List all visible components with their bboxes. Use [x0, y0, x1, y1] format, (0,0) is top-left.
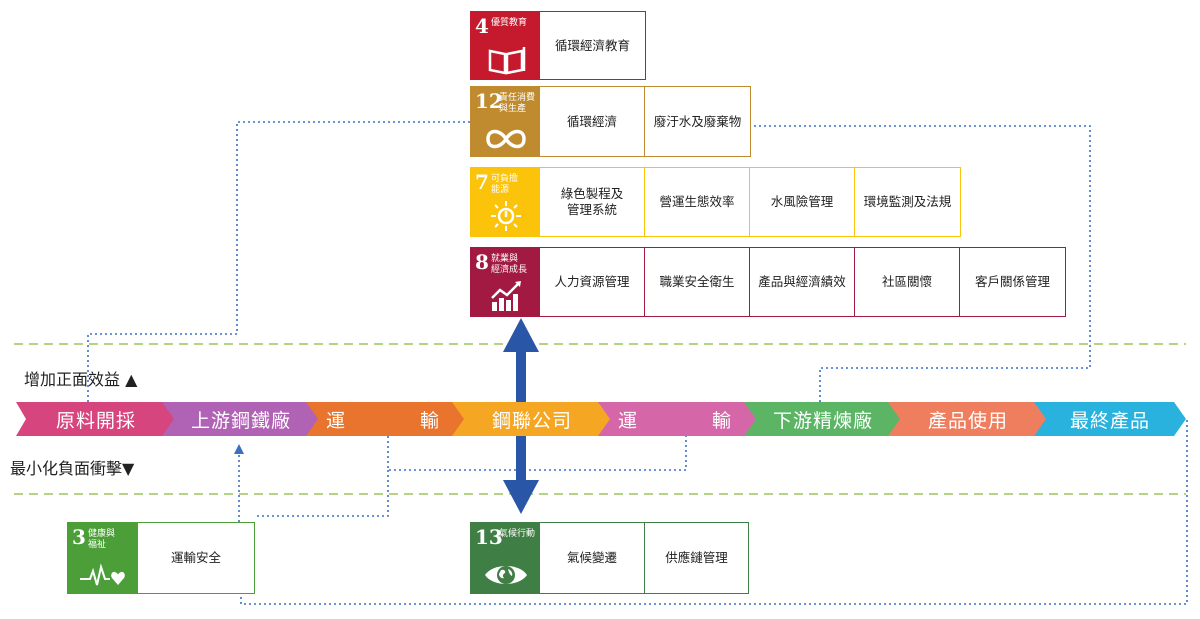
sdg8-tile: 8 就業與 經濟成長: [471, 248, 540, 316]
sdg8-item-2: 職業安全衛生: [645, 248, 750, 316]
sdg12-tile: 12 責任消費 與生產: [471, 87, 540, 156]
sdg13-item-1: 氣候變遷: [540, 523, 645, 593]
positive-impact-label: 增加正面效益 ▲: [24, 370, 138, 389]
sdg8-item-1: 人力資源管理: [540, 248, 645, 316]
sdg4-tile: 4 優質教育: [471, 12, 540, 79]
sdg4-number: 4: [475, 14, 489, 38]
chain-downstream-refinery: 下游精煉廠: [744, 402, 902, 436]
negative-impact-label: 最小化負面衝擊▼: [10, 459, 135, 478]
chain-transport-1-left: 運: [326, 409, 347, 432]
sdg7-row: 7 可負擔 能源 綠色製程及 管理系統 營運生態效率 水風險管理 環境監測及法規: [470, 167, 961, 237]
sdg13-row: 13 氣候行動 氣候變遷 供應鏈管理: [470, 522, 749, 594]
sdg8-number: 8: [475, 250, 489, 274]
arrowhead-upstream: [234, 444, 244, 454]
sdg12-number: 12: [475, 89, 503, 113]
chain-transport-1-right: 輸: [419, 409, 440, 432]
sdg4-item: 循環經濟教育: [554, 37, 630, 53]
eye-globe-icon: [471, 561, 540, 589]
sdg8-title: 就業與 經濟成長: [491, 254, 528, 275]
sdg12-item-2: 廢汙水及廢棄物: [653, 113, 742, 129]
connector-raw-to-goal4: [87, 121, 470, 402]
sdg3-item: 運輸安全: [170, 550, 221, 565]
sdg7-item-1: 綠色製程及 管理系統: [540, 168, 645, 236]
chain-final-product: 最終產品: [1034, 402, 1186, 436]
sdg3-tile: 3 健康與 福祉: [68, 523, 138, 593]
chain-transport-2-left: 運: [618, 409, 639, 432]
infinity-icon: [471, 126, 540, 152]
sdg12-title: 責任消費 與生產: [499, 93, 536, 114]
sdg7-tile: 7 可負擔 能源: [471, 168, 540, 236]
connector-transport-to-goal13: [387, 436, 687, 471]
chain-raw-material: 原料開採: [16, 402, 176, 436]
sdg3-number: 3: [72, 525, 86, 549]
sdg7-item-2: 營運生態效率: [645, 168, 750, 236]
sdg7-item-3: 水風險管理: [750, 168, 855, 236]
chain-transport-2: 運 輸: [598, 402, 758, 436]
sdg12-item-1: 循環經濟: [540, 87, 645, 156]
sdg13-item-2: 供應鏈管理: [665, 550, 728, 565]
sdg8-item-5: 客戶關係管理: [974, 274, 1050, 289]
sdg7-number: 7: [475, 170, 489, 194]
sdg3-row: 3 健康與 福祉 運輸安全: [67, 522, 255, 594]
sdg13-number: 13: [475, 525, 503, 549]
connector-transport-to-goal3: [255, 470, 389, 517]
sdg13-tile: 13 氣候行動: [471, 523, 540, 593]
sdg4-title: 優質教育: [491, 18, 528, 28]
book-icon: [471, 45, 540, 75]
sdg7-item-4: 環境監測及法規: [863, 194, 952, 209]
sdg3-title: 健康與 福祉: [88, 529, 116, 550]
sdg12-row: 12 責任消費 與生產 循環經濟 廢汙水及廢棄物: [470, 86, 751, 157]
sdg13-title: 氣候行動: [499, 529, 536, 539]
sun-power-icon: [471, 200, 540, 232]
growth-chart-icon: [471, 280, 540, 312]
chain-transport-1: 運 輸: [306, 402, 466, 436]
sdg7-title: 可負擔 能源: [491, 174, 519, 195]
sdg8-item-3: 產品與經濟績效: [750, 248, 855, 316]
sdg8-item-4: 社區關懷: [855, 248, 960, 316]
heartbeat-icon: [68, 563, 138, 589]
chain-company: 鋼聯公司: [452, 402, 612, 436]
connector-final-to-bottom: [240, 420, 1188, 605]
sdg4-row: 4 優質教育 循環經濟教育: [470, 11, 646, 80]
chain-transport-2-right: 輸: [711, 409, 732, 432]
chain-upstream-mill: 上游鋼鐵廠: [162, 402, 320, 436]
sdg8-row: 8 就業與 經濟成長 人力資源管理 職業安全衛生 產品與經濟績效 社區關懷 客戶…: [470, 247, 1066, 317]
chain-product-use: 產品使用: [888, 402, 1048, 436]
